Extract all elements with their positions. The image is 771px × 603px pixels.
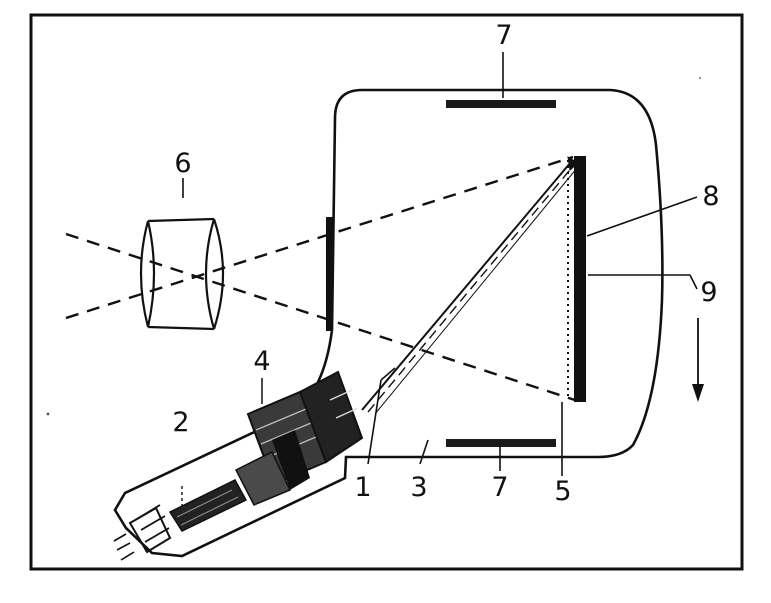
base-ring xyxy=(136,504,170,543)
label-6: 6 xyxy=(174,148,191,179)
deflector-plate-bottom xyxy=(446,439,556,447)
label-4: 4 xyxy=(253,346,270,377)
deflection-yoke xyxy=(234,370,364,506)
label-2: 2 xyxy=(172,407,189,438)
deflector-plate-top xyxy=(446,100,556,108)
leader-lines xyxy=(182,52,698,476)
screen-plate xyxy=(574,156,586,402)
label-1: 1 xyxy=(354,472,371,503)
lens xyxy=(139,217,225,331)
label-5: 5 xyxy=(554,476,571,507)
electron-beam xyxy=(361,156,579,415)
outer-frame xyxy=(29,13,744,571)
label-3: 3 xyxy=(410,472,427,503)
stray-mark xyxy=(699,77,701,79)
window-plate xyxy=(326,217,333,331)
label-7-top: 7 xyxy=(495,20,512,51)
optical-rays xyxy=(65,155,579,403)
tube-pins xyxy=(113,533,135,561)
electron-gun xyxy=(168,479,248,532)
label-8: 8 xyxy=(702,181,719,212)
label-7-bottom: 7 xyxy=(491,472,508,503)
arrow-down-icon xyxy=(692,318,704,402)
stray-mark xyxy=(46,412,50,416)
label-9: 9 xyxy=(700,277,717,308)
